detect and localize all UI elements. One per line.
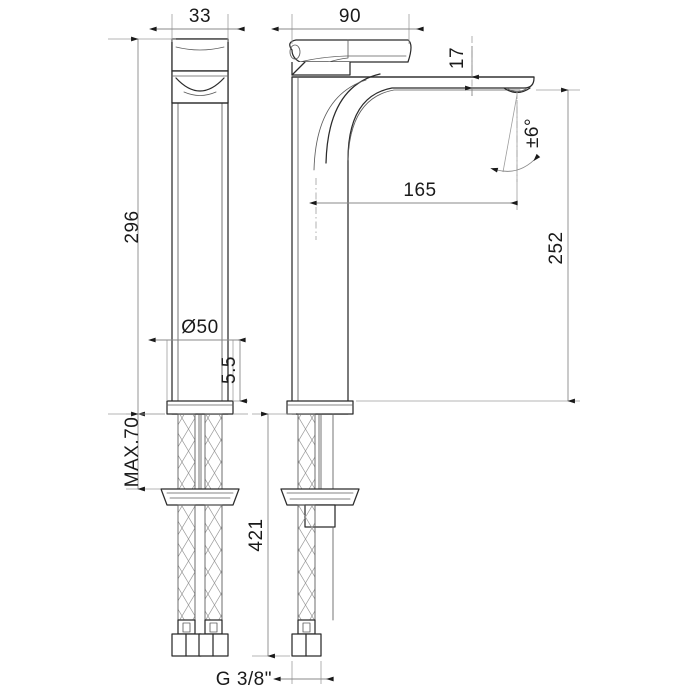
right-body-and-spout — [291, 73, 535, 415]
dimension-spout-projection: 165 — [309, 100, 518, 240]
right-elevation-view: 90 17 ±6° 165 — [216, 6, 580, 690]
right-hose-connector — [291, 619, 322, 657]
left-mounting-shank — [177, 413, 223, 490]
left-flexible-hoses — [177, 504, 223, 621]
dim-label-90: 90 — [339, 6, 361, 27]
dim-label-252: 252 — [546, 231, 567, 264]
dim-label-165: 165 — [403, 180, 436, 201]
dimension-thread-size: G 3/8" — [216, 661, 334, 690]
dim-label-5-5: 5.5 — [219, 356, 240, 384]
dim-label-296: 296 — [122, 210, 143, 243]
dim-label-421: 421 — [246, 518, 267, 551]
left-base-flange — [166, 400, 234, 415]
dimension-body-width: 33 — [149, 6, 245, 42]
dim-label-17: 17 — [447, 47, 468, 69]
dimension-body-height: 296 — [108, 36, 176, 417]
dimension-swivel-angle: ±6° — [490, 92, 543, 182]
dimension-base-diameter: Ø50 — [148, 317, 246, 401]
dim-label-thread: G 3/8" — [216, 669, 272, 690]
dim-label-33: 33 — [189, 6, 211, 27]
right-fixing-nut — [280, 488, 360, 528]
right-base-flange — [286, 400, 354, 415]
dimension-hose-length: 421 — [246, 411, 296, 659]
dimension-base-thickness: 5.5 — [219, 340, 248, 415]
left-hose-connectors — [171, 619, 229, 657]
left-fixing-nut — [160, 488, 240, 506]
dim-label-d50: Ø50 — [181, 317, 218, 338]
dimension-spout-reach-top: 90 — [271, 6, 424, 44]
dimension-spout-height: 252 — [356, 87, 580, 404]
right-mounting-shank — [297, 413, 334, 490]
dim-label-max70: MAX.70 — [122, 417, 143, 488]
right-lever-handle — [289, 39, 412, 76]
dim-label-plusminus-6-deg: ±6° — [522, 118, 543, 148]
dimension-max-thickness: MAX.70 — [122, 411, 165, 492]
left-handle-cap — [171, 38, 229, 104]
dimension-outlet-height: 17 — [447, 36, 479, 96]
left-elevation-view: 33 296 Ø50 5.5 — [108, 6, 248, 657]
